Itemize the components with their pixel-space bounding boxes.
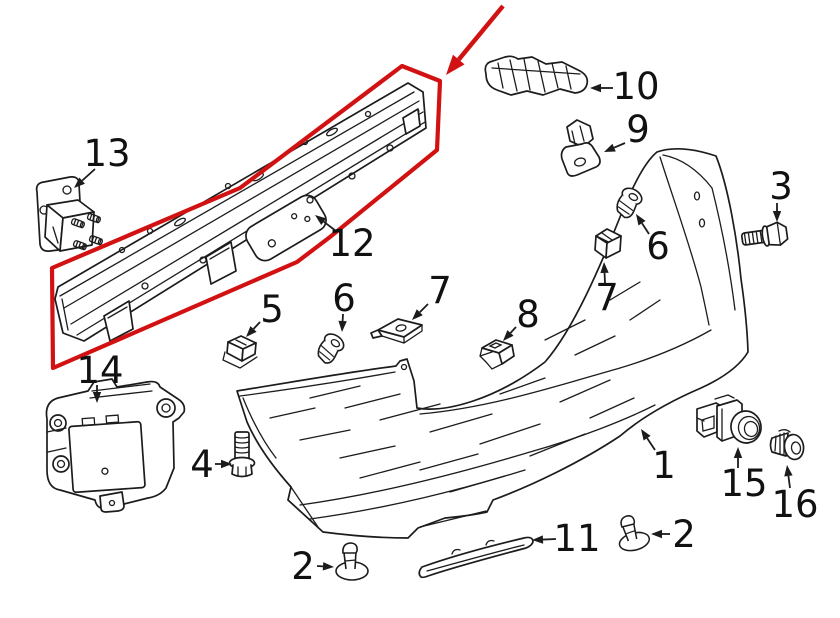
callout-number: 10 [612, 65, 659, 108]
highlight-arrowhead [446, 54, 465, 75]
callout-arrowhead [92, 392, 102, 403]
part-13-bracket-drawing [35, 176, 103, 252]
callout-leader-line [81, 168, 96, 182]
callout-10[interactable]: 10 [590, 65, 660, 108]
callout-arrowhead [604, 143, 616, 152]
callout-3[interactable]: 3 [769, 165, 793, 222]
callout-leader-line [252, 321, 261, 330]
callout-number: 1 [652, 444, 676, 487]
part-12-reinforcement-beam-drawing [54, 82, 427, 342]
callout-arrowhead [412, 309, 423, 320]
callout-number: 13 [83, 132, 130, 175]
part-2-clip-right-drawing [612, 511, 652, 555]
bumper-surface-streaks [269, 281, 661, 493]
callout-leader-line [323, 220, 337, 232]
callout-number: 3 [769, 165, 793, 208]
bracket-studs [70, 213, 103, 251]
callout-arrowhead [636, 214, 646, 226]
callout-5[interactable]: 5 [246, 288, 284, 337]
part-6-clip-mid-drawing [312, 329, 348, 368]
callout-2-right[interactable]: 2 [651, 513, 696, 556]
callout-arrowhead [322, 562, 334, 571]
highlight-layer [49, 4, 505, 371]
part-8-clip-drawing [479, 339, 515, 370]
callout-leader-line [787, 475, 791, 489]
callout-number: 12 [328, 222, 375, 265]
callout-arrowhead [733, 447, 743, 458]
callout-1[interactable]: 1 [641, 429, 676, 487]
callout-leader-line [419, 303, 429, 313]
callout-leader-line [646, 437, 656, 451]
callout-arrowhead [651, 529, 662, 539]
callout-number: 9 [626, 108, 650, 151]
callout-14[interactable]: 14 [76, 349, 124, 403]
callout-2-left[interactable]: 2 [291, 545, 334, 588]
callout-number: 2 [672, 513, 696, 556]
callout-arrowhead [315, 215, 327, 226]
part-9-bracket-drawing [560, 119, 601, 177]
part-14-module [68, 414, 146, 494]
part-4-bolt-drawing [228, 431, 256, 478]
callout-7-right[interactable]: 7 [595, 262, 619, 319]
callout-arrowhead [74, 177, 85, 188]
callout-arrowhead [221, 459, 232, 469]
callout-number: 16 [771, 483, 818, 526]
part-7-clip-right-drawing [594, 228, 622, 259]
callout-number: 11 [553, 517, 600, 560]
callout-number: 7 [595, 276, 619, 319]
part-10-bracket-drawing [484, 55, 589, 96]
part-14-bracket-drawing [45, 378, 186, 513]
callout-leader-line [641, 222, 650, 235]
callout-arrowhead [590, 83, 601, 93]
part-16-grommet-drawing [769, 429, 805, 461]
callout-arrowhead [641, 429, 651, 441]
beam-center-plate [245, 194, 327, 262]
callout-7-mid[interactable]: 7 [412, 269, 452, 320]
callout-arrowhead [784, 465, 793, 477]
callout-16[interactable]: 16 [771, 465, 819, 526]
callout-13[interactable]: 13 [74, 132, 131, 188]
callout-12[interactable]: 12 [315, 215, 376, 265]
highlight-arrow [457, 4, 505, 62]
callout-arrowhead [246, 326, 257, 337]
callout-number: 2 [291, 545, 315, 588]
callout-number: 6 [646, 225, 670, 268]
bumper-flap-hole [400, 363, 408, 371]
callout-number: 14 [76, 349, 123, 392]
callout-arrowhead [600, 262, 609, 274]
callout-number: 15 [720, 462, 767, 505]
callout-number: 6 [332, 277, 356, 320]
callout-number: 7 [428, 269, 452, 312]
callout-4[interactable]: 4 [190, 443, 232, 486]
callout-arrowhead [338, 320, 347, 332]
callout-number: 8 [516, 293, 540, 336]
callout-9[interactable]: 9 [604, 108, 650, 152]
callout-arrowhead [772, 211, 782, 222]
callout-arrowhead [503, 330, 514, 341]
callout-15[interactable]: 15 [720, 447, 768, 505]
callout-leader-line [542, 538, 557, 541]
part-5-clip-drawing [222, 335, 258, 369]
callout-leader-line [613, 142, 626, 149]
part-15-sensor-drawing [696, 394, 762, 444]
callout-6-mid[interactable]: 6 [332, 277, 356, 332]
part-3-bolt-drawing [740, 221, 789, 247]
part-7-clip-mid-drawing [370, 318, 423, 344]
callout-number: 5 [260, 288, 284, 331]
part-11-reflector-drawing [418, 536, 534, 579]
callout-arrowhead [532, 535, 544, 544]
part-2-clip-left-drawing [335, 542, 369, 581]
callout-8[interactable]: 8 [503, 293, 540, 341]
callout-11[interactable]: 11 [532, 517, 601, 560]
callout-number: 4 [190, 443, 214, 486]
highlight-box [49, 63, 443, 371]
callout-6-right[interactable]: 6 [636, 214, 670, 268]
callout-leader-line [509, 326, 517, 334]
